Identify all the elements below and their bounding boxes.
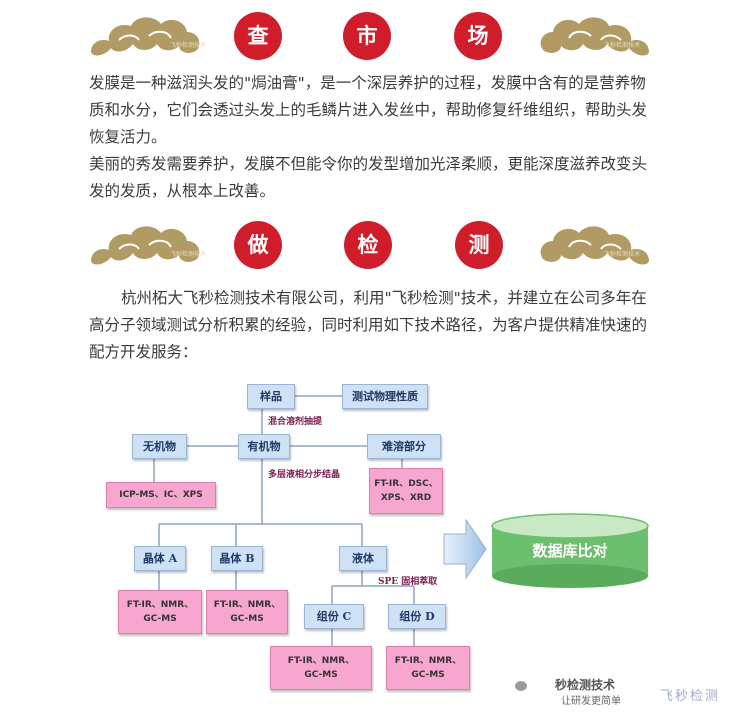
watermark-text: 飞秒检测技术 [604, 42, 641, 49]
method-text: FT-IR、NMR、 [126, 600, 194, 610]
inorganic-box: 无机物 [132, 434, 187, 459]
method-text: FT-IR、DSC、 [374, 479, 438, 489]
method-text: FT-IR、NMR、 [394, 656, 462, 666]
inorganic-methods-box: ICP-MS、IC、XPS [106, 482, 216, 508]
intro-paragraph-2: 美丽的秀发需要养护，发膜不但能令你的发型增加光泽柔顺，更能深度滋养改变头发的发质… [89, 155, 648, 200]
watermark-text: 飞秒检测技术 [604, 251, 641, 258]
slogan-text: 让研发更简单 [561, 696, 621, 707]
method-text: GC-MS [143, 614, 177, 624]
cloud-right-icon [536, 221, 651, 269]
logo-text: 秒检测技术 [555, 678, 616, 692]
database-compare-label: 数据库比对 [532, 542, 608, 560]
watermark-text: 飞秒检测技术 [170, 42, 207, 49]
sample-box: 样品 [247, 384, 295, 409]
organic-box: 有机物 [238, 434, 290, 459]
cloud-left-icon [89, 221, 204, 269]
crystal-b-methods-box: FT-IR、NMR、 GC-MS [206, 590, 288, 634]
section-banner-testing: 飞秒检测技术 做 检 测 飞秒检测技术 [0, 214, 740, 274]
watermark-text: 飞秒检测技术 [170, 251, 207, 258]
cloud-left-icon [89, 12, 204, 60]
insoluble-methods-box: FT-IR、DSC、 XPS、XRD [369, 468, 443, 514]
right-arrow-icon [443, 518, 487, 580]
component-c-box: 组份 C [304, 604, 364, 629]
physical-property-box: 测试物理性质 [342, 384, 428, 409]
technical-route-diagram: 样品 测试物理性质 混合溶剂抽提 无机物 有机物 难溶部分 ICP-MS、IC、… [92, 364, 652, 710]
crystal-a-box: 晶体 A [134, 546, 186, 571]
component-d-methods-box: FT-IR、NMR、 GC-MS [386, 646, 470, 690]
method-text: GC-MS [304, 670, 338, 680]
crystal-a-methods-box: FT-IR、NMR、 GC-MS [118, 590, 202, 634]
component-c-methods-box: FT-IR、NMR、 GC-MS [270, 646, 372, 690]
company-paragraph: 杭州柘大飞秒检测技术有限公司，利用"飞秒检测"技术，并建立在公司多年在高分子领域… [89, 289, 648, 361]
method-text: XPS、XRD [380, 493, 432, 503]
brand-name: 飞秒检测 [660, 689, 721, 704]
banner-char-3: 测 [455, 221, 503, 269]
banner-char-2: 市 [343, 12, 391, 60]
method-text: FT-IR、NMR、 [287, 656, 355, 666]
method-text: GC-MS [230, 614, 264, 624]
banner-char-2: 检 [344, 221, 392, 269]
step-label-extraction: 混合溶剂抽提 [268, 417, 323, 427]
insoluble-box: 难溶部分 [367, 434, 441, 459]
step-label-spe: SPE 固相萃取 [378, 577, 438, 587]
step-label-crystallization: 多层液相分步结晶 [268, 470, 341, 480]
chat-icon [515, 681, 527, 691]
method-text: GC-MS [411, 670, 445, 680]
liquid-box: 液体 [339, 546, 387, 571]
crystal-b-box: 晶体 B [211, 546, 263, 571]
method-text: FT-IR、NMR、 [213, 600, 281, 610]
connector-lines [153, 395, 415, 646]
component-d-box: 组份 D [388, 604, 446, 629]
intro-paragraph-1: 发膜是一种滋润头发的"焗油膏"，是一个深层养护的过程，发膜中含有的是营养物质和水… [89, 74, 648, 146]
banner-char-3: 场 [454, 12, 502, 60]
cloud-right-icon [536, 12, 651, 60]
banner-char-1: 做 [234, 221, 282, 269]
database-cylinder-icon [491, 513, 649, 588]
section-banner-market: 飞秒检测技术 查 市 场 飞秒检测技术 [0, 6, 740, 66]
method-text: ICP-MS、IC、XPS [119, 490, 203, 500]
banner-char-1: 查 [234, 12, 282, 60]
